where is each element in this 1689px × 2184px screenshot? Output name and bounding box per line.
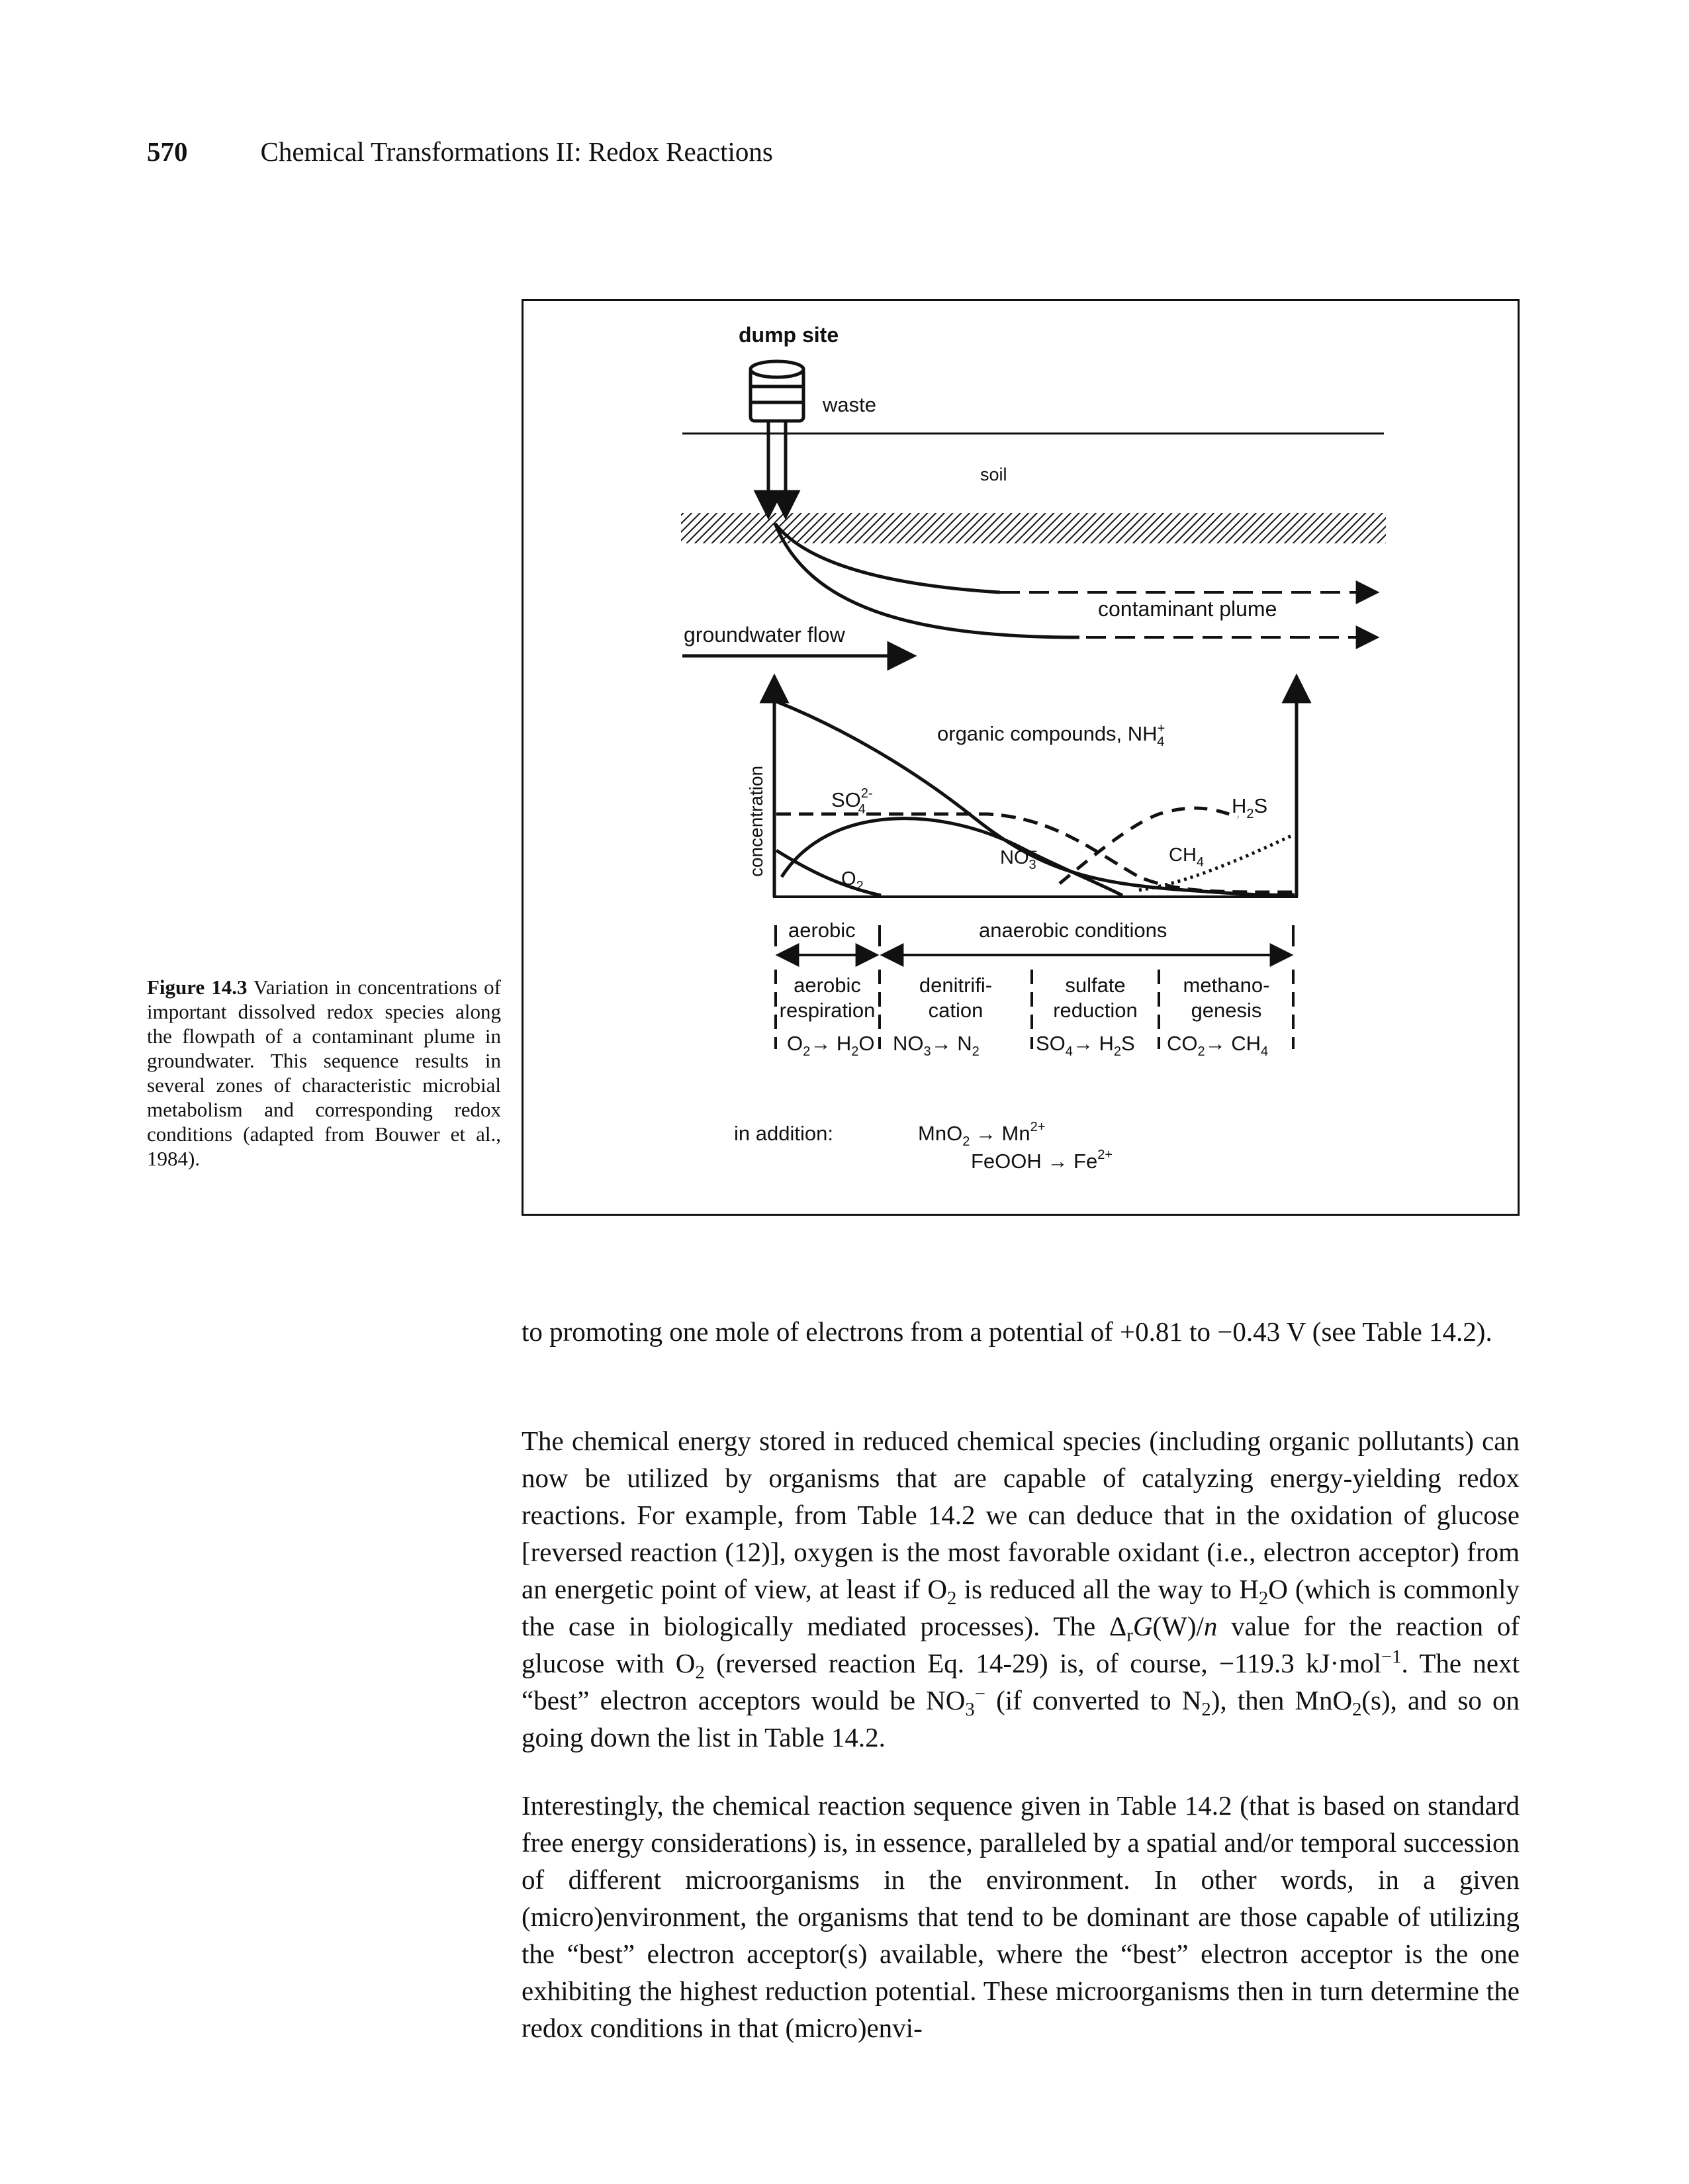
figure-frame: dump site waste soil contaminant plu (522, 299, 1520, 1216)
groundwater-flow-label: groundwater flow (684, 623, 846, 647)
organic-compounds-label: organic compounds, NH+4 (937, 721, 1165, 749)
h2s-curve (1058, 806, 1239, 885)
no3-label: NO3− (1000, 844, 1037, 872)
figure-caption-text: Variation in concentrations of important… (147, 976, 501, 1170)
plume-upper-edge (774, 522, 1001, 594)
o2-label: O2 (841, 868, 864, 893)
o2-curve (775, 848, 882, 897)
zone-3-reaction: SO4→ H2S (1036, 1032, 1135, 1059)
zone-4-line1: methano- (1183, 974, 1270, 997)
delta-g-symbol: ΔrG(W)/n (1109, 1611, 1218, 1647)
zone-1-reaction: O2→ H2O (787, 1032, 875, 1059)
aerobic-condition-label: aerobic (788, 919, 856, 942)
zone-3-line1: sulfate (1065, 974, 1125, 997)
waste-drum-icon (749, 359, 805, 423)
body-paragraph-3: Interestingly, the chemical reaction seq… (522, 1790, 1520, 2043)
contaminant-plume-label: contaminant plume (1098, 597, 1277, 621)
zone-1-line2: respiration (780, 999, 876, 1022)
anaerobic-condition-label: anaerobic conditions (979, 919, 1167, 942)
dump-site-label: dump site (739, 323, 839, 347)
redox-zonation-diagram: dump site waste soil contaminant plu (681, 323, 1386, 1173)
zone-2-line1: denitrifi- (919, 974, 992, 997)
in-addition-label: in addition: (734, 1122, 833, 1145)
zone-4-line2: genesis (1191, 999, 1262, 1022)
figure-caption: Figure 14.3 Variation in concentrations … (147, 975, 501, 1171)
concentration-axis-label: concentration (746, 766, 766, 877)
page-number: 570 (147, 136, 188, 167)
h2s-label: H2S (1232, 794, 1267, 821)
so4-curve (776, 812, 1295, 894)
organic-compounds-curve (776, 700, 1295, 897)
figure-caption-label: Figure 14.3 (147, 976, 248, 999)
ch4-label: CH4 (1169, 844, 1204, 870)
no3-curve (780, 817, 1124, 897)
water-table-band (681, 513, 1386, 543)
zone-2-reaction: NO3→ N2 (893, 1032, 980, 1059)
running-head: 570 Chemical Transformations II: Redox Re… (147, 136, 773, 167)
body-paragraph-1: to promoting one mole of electrons from … (522, 1316, 1492, 1347)
so4-label: SO2-4 (831, 786, 873, 817)
waste-label: waste (822, 393, 876, 416)
running-title: Chemical Transformations II: Redox React… (260, 136, 773, 167)
mno2-reaction: MnO2 → Mn2+ (918, 1120, 1045, 1149)
zone-1-line1: aerobic (794, 974, 861, 997)
ch4-curve (1138, 834, 1293, 892)
soil-label: soil (980, 465, 1007, 484)
feooh-reaction: FeOOH → Fe2+ (971, 1148, 1113, 1173)
plume-lower-edge (773, 523, 1080, 639)
body-paragraph-2: The chemical energy stored in reduced ch… (522, 1426, 1520, 1752)
zone-3-line2: reduction (1053, 999, 1138, 1022)
zone-4-reaction: CO2→ CH4 (1167, 1032, 1268, 1059)
zone-2-line2: cation (929, 999, 983, 1022)
